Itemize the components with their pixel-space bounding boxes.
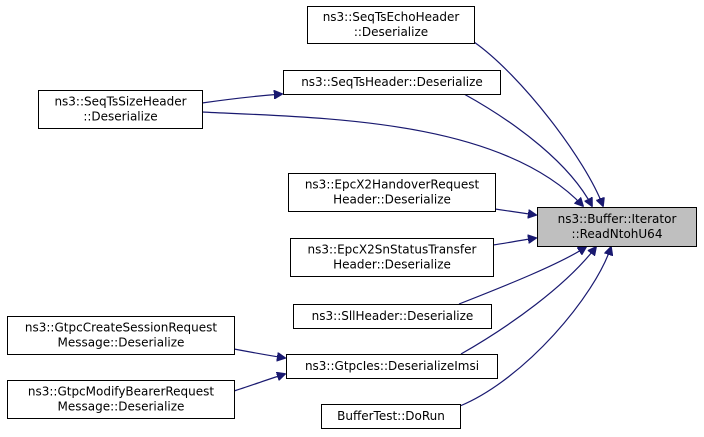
node-label-line: ns3::GtpcModifyBearerRequest [28,385,215,399]
edge-layer [201,41,611,407]
node-gtpc-modify[interactable]: ns3::GtpcModifyBearerRequestMessage::Des… [7,380,235,419]
node-label-line: ns3::GtpcCreateSessionRequest [25,321,217,335]
node-label-line: ns3::SeqTsSizeHeader [54,95,186,109]
node-gtpc-imsi[interactable]: ns3::GtpcIes::DeserializeImsi [286,354,498,379]
node-box [290,238,494,277]
node-label-line: Header::Deserialize [333,258,451,272]
edge-gtpc_create-to-gtpc_imsi [233,348,285,358]
node-box [293,304,492,329]
node-label-line: ns3::SeqTsHeader::Deserialize [301,75,483,89]
node-seqts-size[interactable]: ns3::SeqTsSizeHeader::Deserialize [38,90,203,129]
node-label-line: ns3::EpcX2SnStatusTransfer [308,243,477,257]
node-box [7,380,235,419]
edge-sll-to-target [458,247,586,305]
edge-seqts_echo-to-target [473,41,603,206]
node-box [286,354,498,379]
edge-epc_handover-to-target [494,208,536,215]
node-label-line: ns3::Buffer::Iterator [558,212,677,226]
node-seqts[interactable]: ns3::SeqTsHeader::Deserialize [283,70,501,95]
node-seqts-echo[interactable]: ns3::SeqTsEchoHeader::Deserialize [307,6,475,44]
node-label-line: ns3::SeqTsEchoHeader [323,10,460,24]
node-label-line: ::Deserialize [83,110,157,124]
node-epc-handover[interactable]: ns3::EpcX2HandoverRequestHeader::Deseria… [288,173,496,212]
node-label-line: ns3::EpcX2HandoverRequest [305,178,480,192]
node-sll[interactable]: ns3::SllHeader::Deserialize [293,304,492,329]
node-label-line: ns3::GtpcIes::DeserializeImsi [305,359,479,373]
node-box [307,6,475,44]
node-label-line: Message::Deserialize [58,336,185,350]
node-box [288,173,496,212]
node-label-line: Message::Deserialize [58,400,185,414]
node-box [38,90,203,129]
node-epc-snstatus[interactable]: ns3::EpcX2SnStatusTransferHeader::Deseri… [290,238,494,277]
edge-seqts_size-to-target [201,111,583,206]
node-box [321,404,461,429]
node-box [7,316,235,355]
node-label-line: Header::Deserialize [333,193,451,207]
node-buffer-test[interactable]: BufferTest::DoRun [321,404,461,429]
node-label-line: ::ReadNtohU64 [572,227,663,241]
edge-buffer_test-to-target [459,247,611,407]
node-box [537,207,697,247]
edge-gtpc_imsi-to-target [460,247,596,355]
edge-gtpc_modify-to-gtpc_imsi [233,374,285,392]
node-label-line: ::Deserialize [354,25,428,39]
node-label-line: BufferTest::DoRun [337,409,445,423]
node-box [283,70,501,95]
edge-seqts_size-to-seqts [201,94,282,104]
node-layer: ns3::SeqTsEchoHeader::Deserializens3::Se… [7,6,697,429]
edge-seqts-to-target [463,93,592,206]
node-label-line: ns3::SllHeader::Deserialize [312,309,474,323]
node-target[interactable]: ns3::Buffer::Iterator::ReadNtohU64 [537,207,697,247]
edge-epc_snstatus-to-target [492,238,536,246]
node-gtpc-create[interactable]: ns3::GtpcCreateSessionRequestMessage::De… [7,316,235,355]
